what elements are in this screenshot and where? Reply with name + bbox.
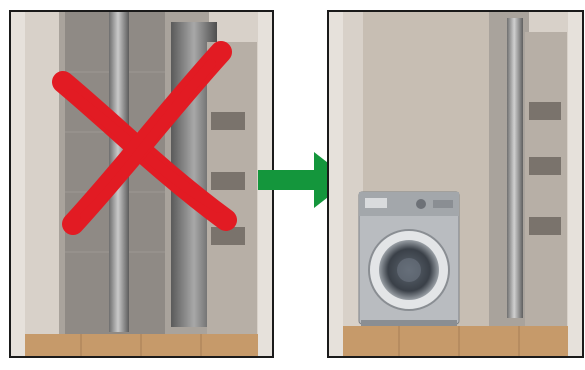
shaft-illustration-before: [11, 12, 272, 356]
left-panel-before: [9, 10, 274, 358]
washing-machine-icon: [359, 192, 459, 326]
shaft-illustration-after: [329, 12, 582, 356]
right-panel-after: [327, 10, 584, 358]
